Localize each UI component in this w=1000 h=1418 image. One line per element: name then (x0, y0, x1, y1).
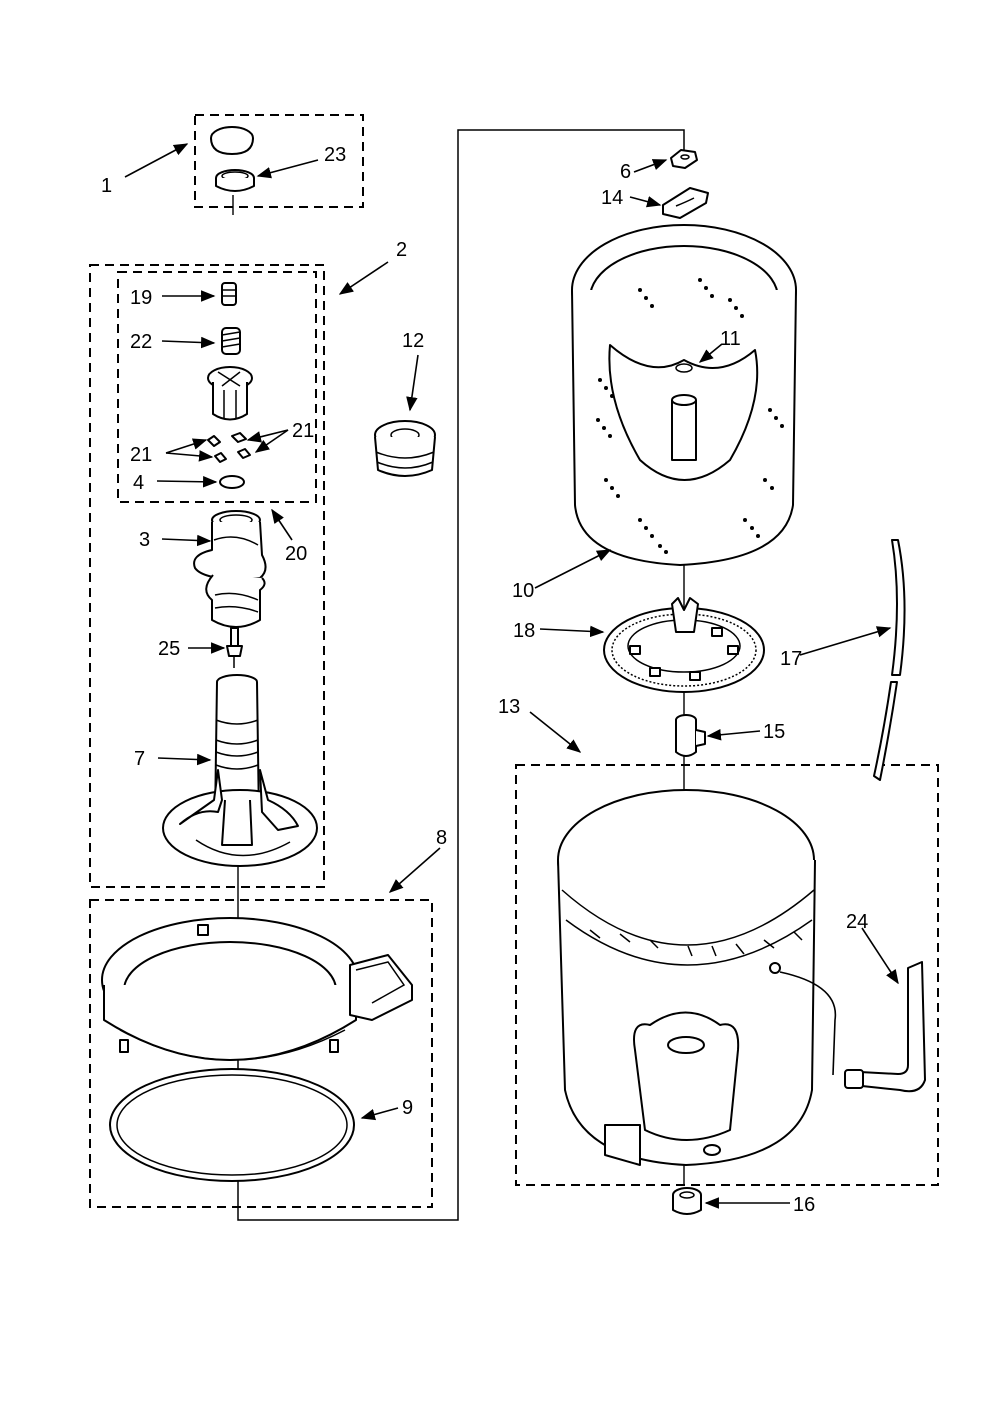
part-cam (207, 366, 253, 421)
callout-14: 14 (601, 187, 623, 209)
part-agitator-base (162, 674, 318, 867)
leader-lines (124, 143, 899, 1209)
part-tub-seal (109, 1068, 355, 1182)
callout-7: 7 (134, 748, 145, 770)
callout-16: 16 (793, 1194, 815, 1216)
callout-11: 11 (720, 328, 741, 350)
callout-3: 3 (139, 529, 150, 551)
assembly-connector-line (237, 129, 685, 1221)
part-drive-dogs (207, 432, 251, 463)
callout-8: 8 (436, 827, 447, 849)
part-outer-tub (557, 789, 837, 1166)
part-drive-hub (603, 597, 765, 693)
part-spring (221, 327, 241, 355)
callout-1: 1 (101, 175, 112, 197)
callout-18: 18 (513, 620, 535, 642)
group-box-13 (515, 764, 939, 1186)
callout-24: 24 (846, 911, 868, 933)
callout-15: 15 (763, 721, 785, 743)
callout-23: 23 (324, 144, 346, 166)
part-spin-basket (571, 224, 797, 566)
part-agitator-cap (210, 126, 254, 155)
part-cam-stud (221, 282, 237, 306)
callout-12: 12 (402, 330, 424, 352)
part-drain-hose (844, 961, 926, 1093)
callout-10: 10 (512, 580, 534, 602)
part-bolt (226, 627, 243, 668)
callout-17: 17 (780, 648, 802, 670)
part-clip (662, 187, 709, 219)
callout-4: 4 (133, 472, 144, 494)
group-box-2 (89, 264, 325, 888)
part-tub-nut (672, 1187, 702, 1215)
callout-9: 9 (402, 1097, 413, 1119)
callout-22: 22 (130, 331, 152, 353)
callout-25: 25 (158, 638, 180, 660)
group-box-20 (117, 271, 317, 503)
callout-21-left: 21 (130, 444, 152, 466)
callout-6: 6 (620, 161, 631, 183)
basket-perforations (596, 278, 784, 554)
callout-20: 20 (285, 543, 307, 565)
callout-21-right: 21 (292, 420, 314, 442)
callout-13: 13 (498, 696, 520, 718)
part-hose (873, 539, 906, 781)
callout-2: 2 (396, 239, 407, 261)
part-nut (670, 149, 698, 169)
group-box-8 (89, 899, 433, 1208)
part-auger (193, 510, 267, 628)
part-cap-ring (215, 169, 255, 192)
part-washer (219, 475, 245, 489)
part-coupling (675, 714, 706, 757)
part-bearing (374, 420, 436, 477)
group-box-1 (194, 114, 364, 208)
callout-19: 19 (130, 287, 152, 309)
